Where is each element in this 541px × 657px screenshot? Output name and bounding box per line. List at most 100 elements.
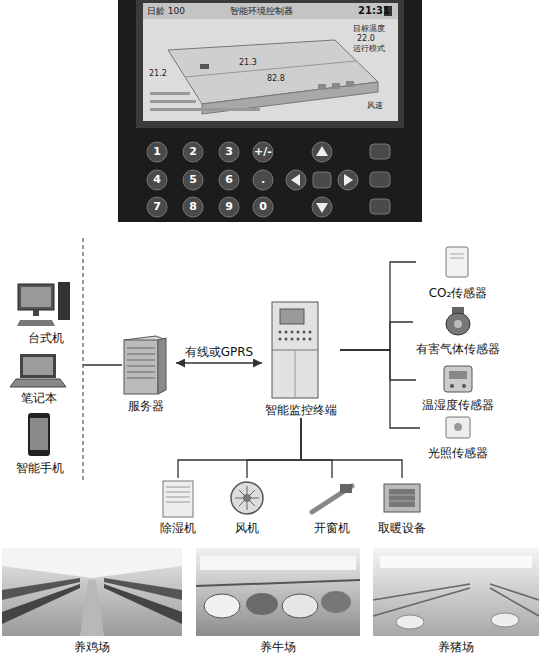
chicken-farm-photo	[2, 548, 182, 578]
smartphone-icon	[28, 413, 50, 456]
device-label: 除湿机	[160, 521, 196, 535]
keypad	[253, 170, 273, 190]
device-label: 风机	[235, 521, 259, 535]
connector	[301, 418, 332, 478]
server-icon	[124, 340, 158, 394]
key-label: 2	[182, 145, 204, 159]
keypad	[312, 142, 332, 162]
terminal-cabinet	[297, 338, 300, 341]
controller-photo	[143, 3, 398, 19]
keypad	[219, 142, 239, 162]
heater-icon	[389, 501, 415, 502]
key-label: +/-	[252, 145, 274, 159]
key-label: 1	[146, 145, 168, 159]
edge-label: 有线或GPRS	[183, 345, 256, 359]
chicken-farm-photo	[2, 584, 80, 624]
keypad	[219, 170, 239, 190]
device-node: 笔记本	[10, 350, 68, 406]
heater-icon	[389, 489, 415, 507]
terminal-cabinet	[309, 338, 312, 341]
keypad	[286, 170, 306, 190]
connector	[178, 418, 301, 478]
cattle-farm-photo	[196, 548, 360, 636]
smartphone-icon	[28, 413, 50, 456]
keypad	[147, 197, 167, 217]
dehumidifier-icon	[163, 481, 193, 517]
cattle-farm-photo	[246, 593, 278, 615]
co2-sensor-icon	[450, 258, 464, 259]
connector	[340, 262, 416, 350]
server-icon	[127, 372, 155, 373]
keypad	[291, 174, 300, 186]
controller-photo	[136, 0, 404, 128]
device-label: 光照传感器	[428, 446, 488, 460]
device-label: 台式机	[28, 331, 64, 345]
humidity-sensor-icon	[444, 366, 472, 392]
heater-icon	[384, 484, 420, 512]
pig-farm-photo	[491, 613, 519, 627]
keypad	[370, 199, 390, 214]
terminal-cabinet	[272, 302, 318, 398]
desktop-icon	[17, 320, 55, 326]
terminal-cabinet	[285, 338, 288, 341]
laptop-icon	[10, 379, 66, 387]
screen-text: 21.2	[148, 68, 168, 79]
chicken-farm-photo	[2, 548, 182, 636]
keypad	[147, 142, 390, 217]
terminal-cabinet	[303, 338, 306, 341]
screen-text: 21:31	[358, 4, 390, 17]
key-label: 4	[146, 173, 168, 187]
keypad	[316, 203, 328, 213]
keypad	[183, 142, 203, 162]
screen-text: 运行模式	[352, 43, 386, 54]
connector	[247, 418, 301, 478]
terminal-cabinet	[291, 338, 294, 341]
keypad	[344, 174, 353, 186]
device-label: 养猪场	[438, 640, 474, 654]
screen-text: 风速	[366, 100, 384, 111]
window-opener-icon	[340, 484, 352, 493]
controller-photo	[118, 0, 422, 222]
cattle-farm-photo	[200, 556, 356, 570]
key-label: 6	[218, 173, 240, 187]
humidity-sensor-icon	[462, 384, 466, 388]
co2-sensor-icon	[446, 247, 468, 277]
dehumidifier-icon	[166, 502, 190, 503]
pig-farm-photo	[490, 588, 539, 616]
chicken-farm-photo	[80, 580, 104, 636]
device-node: 养猪场	[373, 548, 539, 655]
device-label: 养鸡场	[74, 640, 110, 654]
device-node: 风机	[222, 478, 272, 536]
smartphone-icon	[30, 418, 48, 450]
dehumidifier-icon	[163, 481, 193, 517]
client-bracket	[83, 238, 84, 482]
device-label: 智能监控终端	[265, 403, 337, 417]
screen-text: 智能环境控制器	[230, 5, 293, 17]
desktop-icon	[18, 284, 54, 310]
pig-farm-photo	[373, 588, 470, 616]
terminal-cabinet	[297, 331, 300, 334]
heater-icon	[389, 495, 415, 496]
key-label: 0	[252, 200, 274, 214]
keypad	[147, 142, 167, 162]
device-node: 有害气体传感器	[413, 304, 503, 357]
key-label: 5	[182, 173, 204, 187]
desktop-icon	[33, 310, 39, 316]
gas-sensor-icon	[446, 307, 470, 335]
key-label: 8	[182, 200, 204, 214]
device-node: 养牛场	[196, 548, 360, 655]
pig-farm-photo	[373, 548, 539, 636]
key-label: 9	[218, 200, 240, 214]
light-sensor-icon	[446, 417, 470, 438]
device-node: 除湿机	[152, 478, 204, 536]
terminal-cabinet	[280, 309, 304, 324]
cattle-farm-photo	[196, 548, 360, 636]
connector	[301, 418, 402, 478]
desktop-icon	[21, 287, 51, 307]
humidity-sensor-icon	[450, 384, 454, 388]
server-icon	[127, 354, 155, 355]
client-bracket	[83, 364, 122, 365]
device-node: 智能监控终端	[262, 300, 340, 418]
